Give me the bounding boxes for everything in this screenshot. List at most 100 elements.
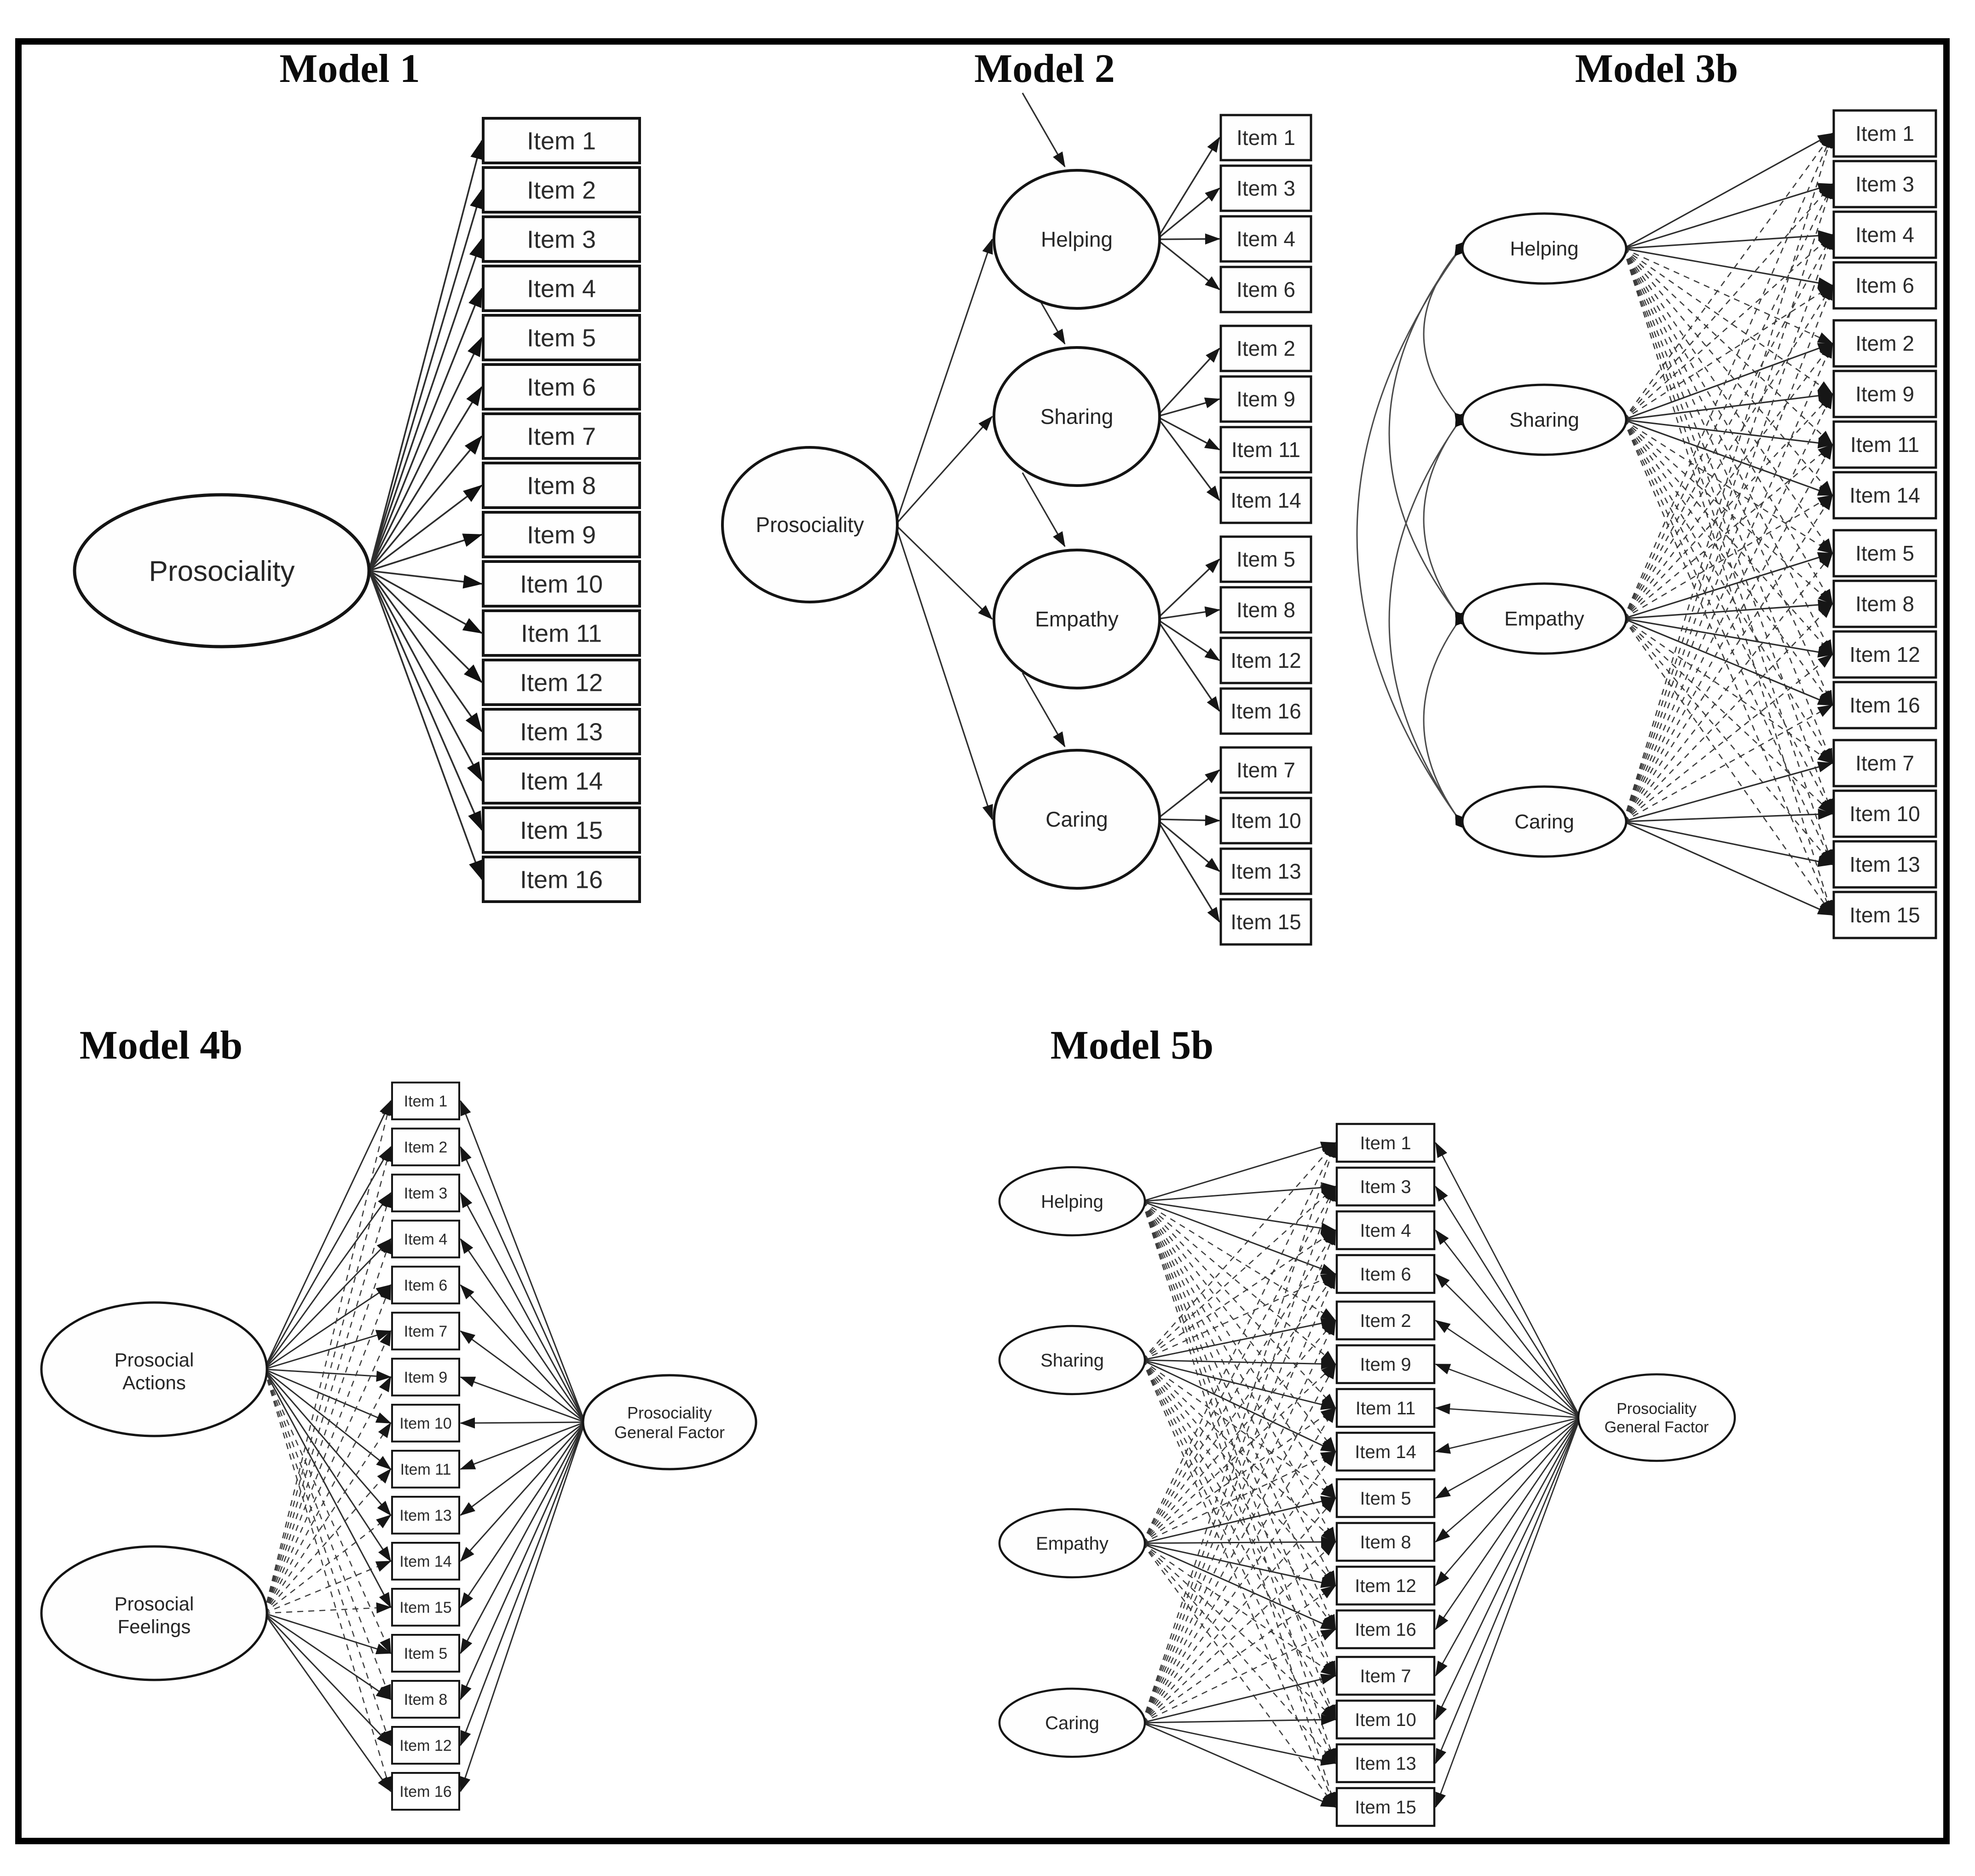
model-1-item-label: Item 12	[520, 669, 603, 696]
cross-loading-arrow	[1141, 1201, 1336, 1586]
loading-arrow	[368, 287, 483, 571]
cross-loading-arrow	[1623, 393, 1833, 822]
model-4b-item-box	[391, 1358, 460, 1396]
loading-arrow	[264, 1330, 392, 1370]
model-3b-factor-empathy-label: Empathy	[1504, 608, 1584, 630]
model-3b-factor-helping-label: Helping	[1510, 237, 1578, 260]
general-loading-arrow	[1435, 1417, 1581, 1630]
cross-loading-arrow	[1623, 133, 1833, 619]
model-5b-item-label: Item 12	[1355, 1576, 1416, 1596]
model-5b-item-box	[1335, 1478, 1436, 1518]
model-5b-item-label: Item 10	[1355, 1710, 1416, 1730]
model-4b-item-label: Item 10	[399, 1415, 451, 1432]
model-2-item-box	[1219, 266, 1312, 313]
model-2-item-box	[1219, 114, 1312, 162]
model-5b-item-box	[1335, 1787, 1436, 1827]
model-4b-item-box	[391, 1220, 460, 1258]
model-4b-item-label: Item 8	[404, 1691, 447, 1708]
model-2-factor-sharing-ellipse	[993, 346, 1161, 487]
cross-loading-arrow	[1141, 1186, 1336, 1544]
model-1-item-label: Item 15	[520, 816, 603, 844]
model-3b-item-label: Item 14	[1849, 483, 1920, 507]
cross-loading-arrow	[263, 1369, 392, 1792]
cross-loading-arrow	[1142, 1320, 1336, 1544]
cross-loading-arrow	[1141, 1273, 1336, 1723]
loading-arrow	[264, 1368, 392, 1424]
loading-arrow	[1156, 238, 1220, 290]
model-2-item-box	[1219, 164, 1312, 212]
model-1-item-label: Item 13	[520, 718, 603, 746]
model-3b-item-box	[1832, 529, 1937, 578]
model-2-item-box	[1219, 476, 1312, 524]
cross-loading-arrow	[1623, 494, 1833, 620]
model-4b-factor-label-line: Prosocial	[115, 1349, 194, 1371]
model-5b-item-box	[1335, 1431, 1436, 1472]
loading-arrow	[368, 570, 483, 683]
model-2-item-box	[1219, 797, 1312, 845]
loading-arrow	[264, 1284, 392, 1370]
loading-arrow	[1156, 347, 1220, 417]
model-3b-item-label: Item 4	[1855, 223, 1914, 247]
general-loading-arrow	[1435, 1320, 1581, 1419]
model-1-item-label: Item 7	[527, 423, 596, 450]
cross-loading-arrow	[1623, 419, 1833, 764]
general-loading-arrow	[1435, 1417, 1581, 1543]
model-2-item-box	[1219, 898, 1312, 946]
cross-loading-arrow	[1623, 444, 1833, 822]
model-3b-item-box	[1832, 420, 1937, 469]
general-loading-arrow	[460, 1192, 586, 1423]
model-4b-item-box	[391, 1450, 460, 1488]
model-5b-item-label: Item 3	[1360, 1177, 1411, 1197]
loading-arrow	[368, 570, 483, 880]
loading-arrow	[368, 386, 483, 571]
cross-loading-arrow	[263, 1192, 392, 1614]
cross-loading-arrow	[1623, 342, 1833, 822]
loading-arrow	[264, 1368, 392, 1382]
model-4b-item-box	[391, 1634, 460, 1673]
cross-loading-arrow	[1623, 248, 1834, 916]
model-4b-factor-label-line: Feelings	[118, 1616, 191, 1638]
loading-arrow	[1623, 230, 1833, 249]
model-4b-item-label: Item 15	[399, 1599, 451, 1616]
cross-loading-arrow	[1623, 248, 1833, 496]
model-3b-item-box	[1832, 261, 1937, 310]
loading-arrow	[1623, 419, 1833, 449]
cross-loading-arrow	[1623, 248, 1833, 344]
model-4b-item-label: Item 12	[399, 1737, 451, 1754]
cross-loading-arrow	[263, 1146, 393, 1614]
cross-loading-arrow	[263, 1369, 392, 1700]
model-2-title: Model 2	[974, 46, 1115, 91]
model-2-item-box	[1219, 746, 1312, 794]
cross-loading-arrow	[264, 1514, 392, 1614]
loading-arrow	[368, 435, 483, 572]
model-5b-item-box	[1335, 1522, 1436, 1562]
model-3b-item-box	[1832, 319, 1937, 368]
cross-loading-arrow	[263, 1422, 392, 1614]
model-2-item-label: Item 12	[1230, 648, 1301, 672]
model-1-item-box	[482, 659, 641, 706]
cross-loading-arrow	[1141, 1273, 1336, 1544]
cross-loading-arrow	[1142, 1201, 1336, 1409]
model-3b-item-label: Item 8	[1855, 592, 1914, 616]
model-2-item-box	[1219, 586, 1312, 634]
model-4b-item-label: Item 11	[400, 1461, 451, 1478]
model-5b-item-box	[1335, 1344, 1436, 1384]
model-3b-factor-sharing-label: Sharing	[1509, 409, 1579, 431]
model-3b-item-box	[1832, 840, 1937, 889]
model-5b-factor-empathy-label: Empathy	[1036, 1534, 1109, 1554]
cross-loading-arrow	[1623, 494, 1833, 822]
general-loading-arrow	[1435, 1417, 1581, 1499]
model-5b-item-label: Item 16	[1355, 1620, 1416, 1640]
model-5b-general-factor-label-line: Prosociality	[1617, 1400, 1697, 1418]
loading-arrow	[1623, 599, 1833, 620]
loading-arrow	[1156, 187, 1220, 240]
model-2-item-label: Item 11	[1231, 438, 1300, 462]
loading-arrow	[1142, 1141, 1336, 1202]
correlation-arc	[1423, 611, 1466, 829]
model-5b-item-box	[1335, 1210, 1436, 1251]
cross-loading-arrow	[1142, 1543, 1336, 1764]
model-2-item-label: Item 7	[1236, 758, 1295, 782]
model-1-item-box	[482, 117, 641, 164]
cross-loading-arrow	[1623, 419, 1833, 865]
